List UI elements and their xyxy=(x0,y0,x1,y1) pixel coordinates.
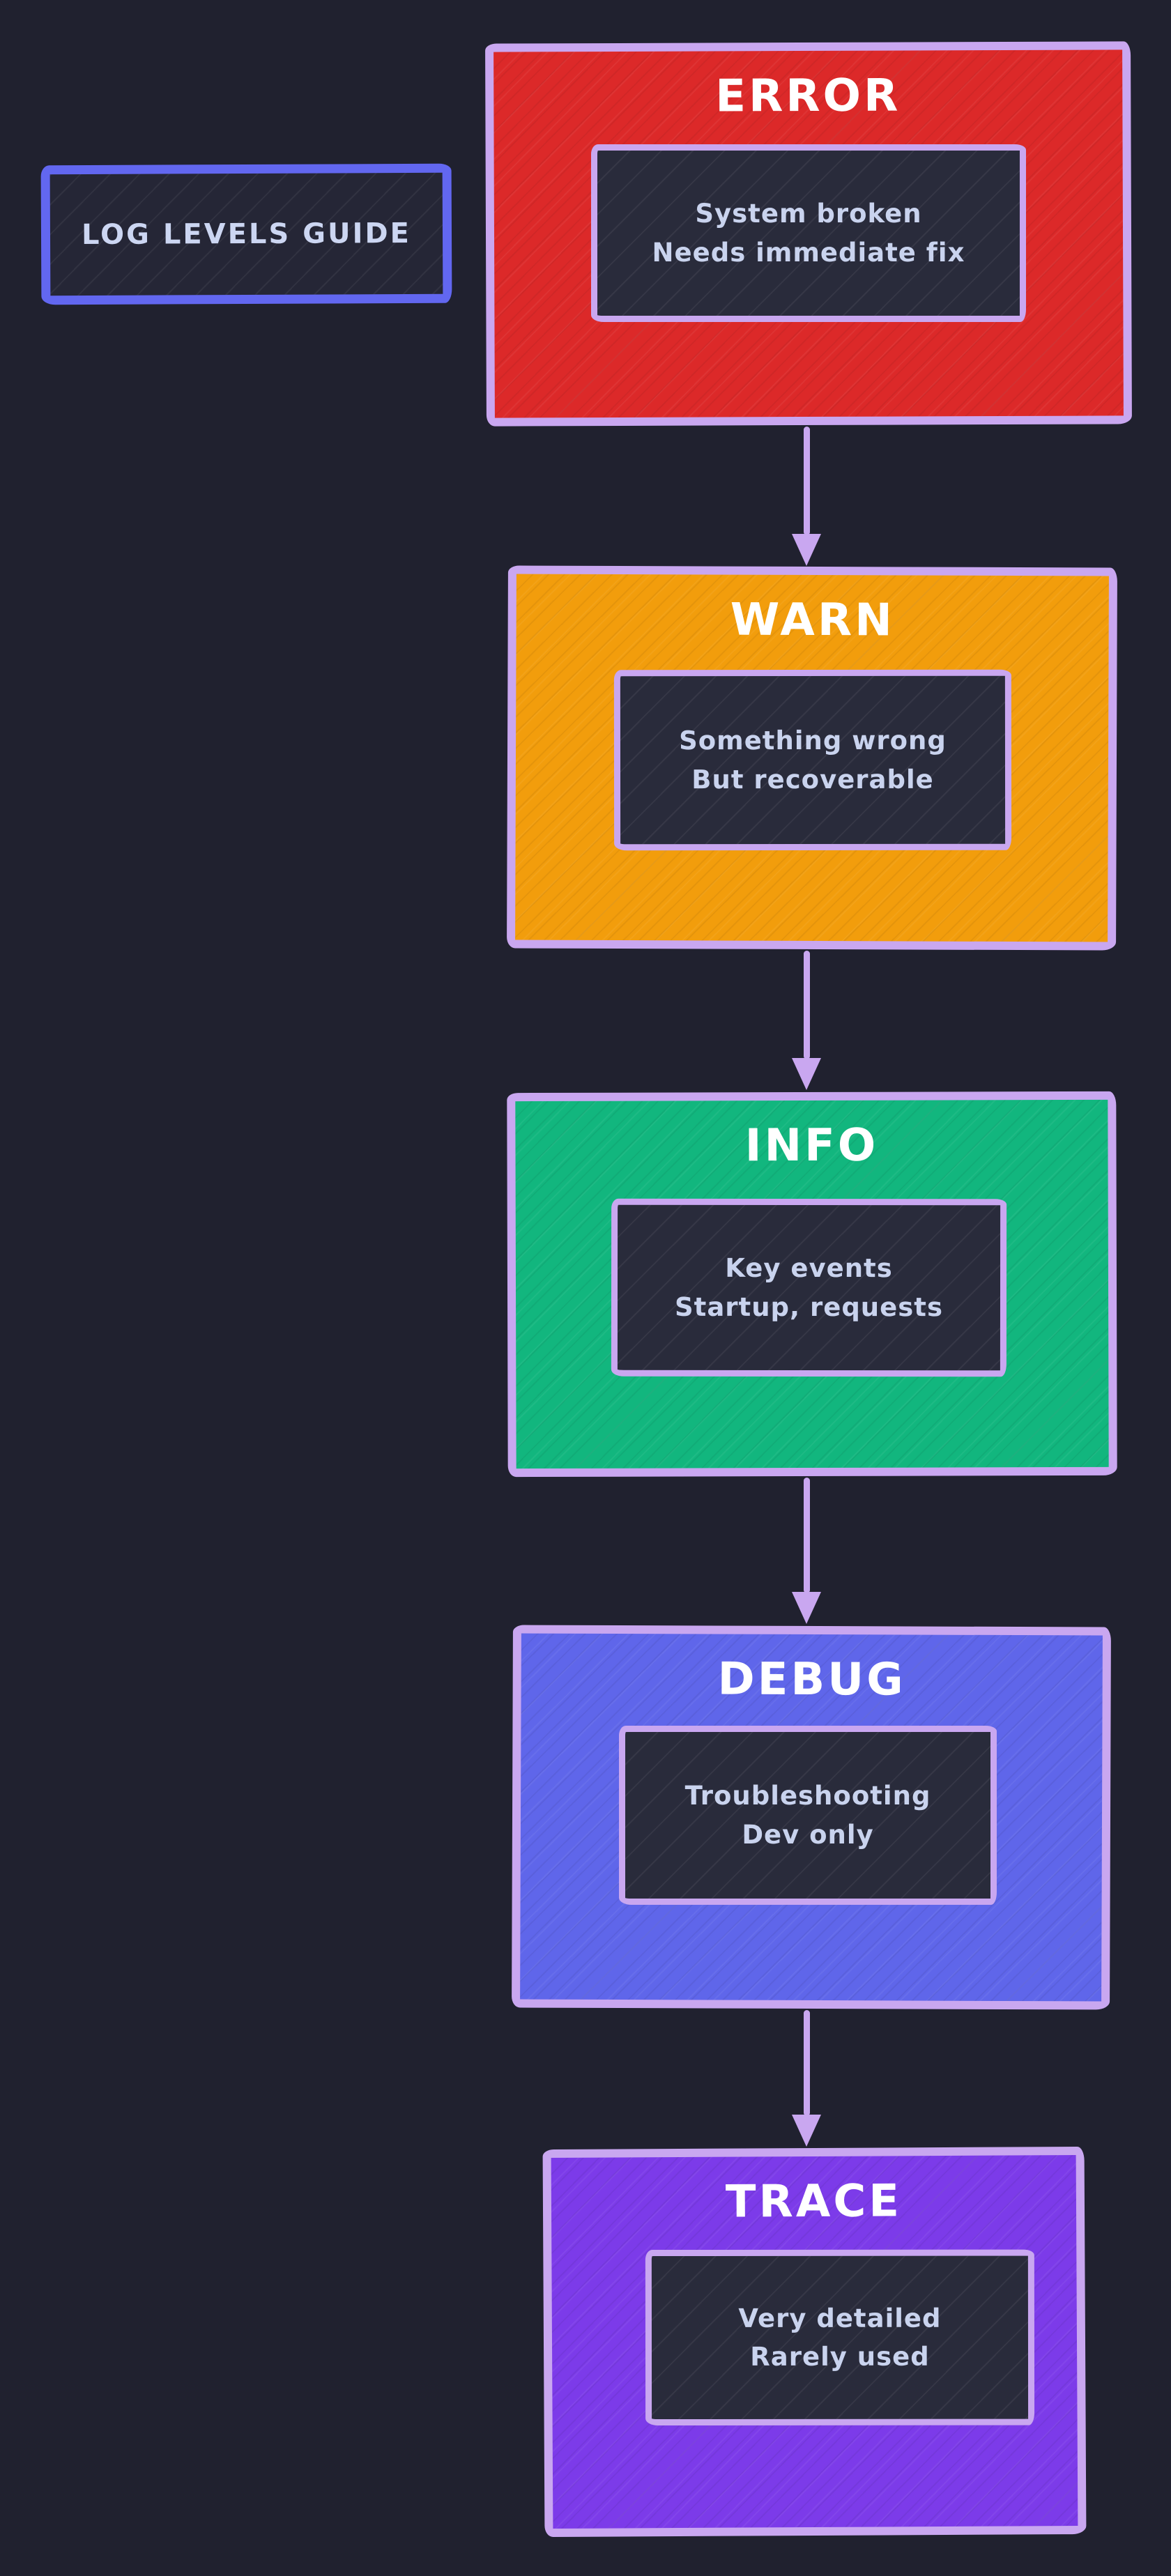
detail-line: Troubleshooting xyxy=(684,1780,931,1811)
level-box-info: INFO Key events Startup, requests xyxy=(507,1091,1117,1478)
level-title-trace: TRACE xyxy=(725,2175,903,2228)
detail-line: But recoverable xyxy=(691,764,934,795)
level-detail-box-debug: Troubleshooting Dev only xyxy=(619,1725,997,1905)
arrow-head-icon xyxy=(792,2115,821,2147)
arrow-line xyxy=(803,1478,810,1593)
arrow-line xyxy=(803,2010,810,2116)
detail-line: Something wrong xyxy=(679,725,947,756)
detail-line: Very detailed xyxy=(738,2303,942,2333)
level-box-warn: WARN Something wrong But recoverable xyxy=(507,565,1117,951)
level-box-debug: DEBUG Troubleshooting Dev only xyxy=(512,1625,1111,2010)
detail-line: Key events xyxy=(725,1252,893,1284)
arrow-debug-to-trace xyxy=(786,2010,827,2147)
detail-line: System broken xyxy=(695,199,922,229)
level-detail-box-error: System broken Needs immediate fix xyxy=(590,144,1026,323)
arrow-line xyxy=(803,427,810,535)
level-box-error: ERROR System broken Needs immediate fix xyxy=(485,41,1132,427)
detail-line: Dev only xyxy=(742,1819,874,1850)
level-title-error: ERROR xyxy=(715,70,901,123)
arrow-head-icon xyxy=(792,1592,821,1624)
level-detail-box-trace: Very detailed Rarely used xyxy=(645,2249,1035,2426)
guide-label-box: LOG LEVELS GUIDE xyxy=(40,163,452,305)
detail-line: Needs immediate fix xyxy=(652,237,965,268)
arrow-warn-to-info xyxy=(786,951,827,1090)
level-title-info: INFO xyxy=(744,1119,879,1172)
arrow-info-to-debug xyxy=(786,1478,827,1624)
level-detail-box-info: Key events Startup, requests xyxy=(611,1198,1007,1377)
arrow-error-to-warn xyxy=(786,427,827,566)
arrow-head-icon xyxy=(792,534,821,566)
level-detail-box-warn: Something wrong But recoverable xyxy=(613,669,1012,851)
guide-label-text: LOG LEVELS GUIDE xyxy=(81,217,412,252)
detail-line: Rarely used xyxy=(750,2341,930,2372)
arrow-head-icon xyxy=(792,1058,821,1090)
level-title-debug: DEBUG xyxy=(717,1653,906,1706)
level-box-trace: TRACE Very detailed Rarely used xyxy=(542,2146,1087,2538)
level-title-warn: WARN xyxy=(730,594,895,647)
detail-line: Startup, requests xyxy=(674,1291,944,1322)
arrow-line xyxy=(803,951,810,1059)
